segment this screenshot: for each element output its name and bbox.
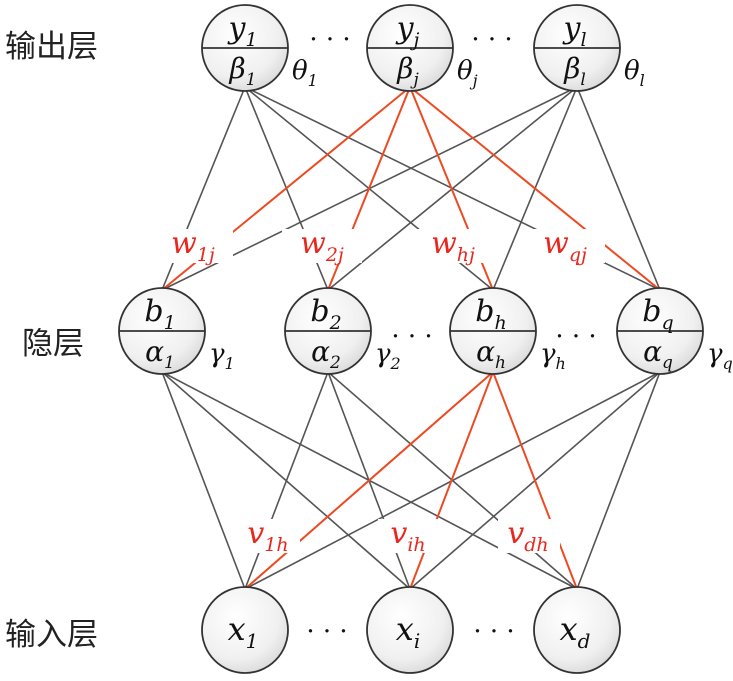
input-ellipsis-2: · · · [473,617,514,647]
edge-hidden-3-output-1 [409,86,661,291]
output-node-value: yl [561,11,586,51]
output-layer-label: 输出层 [5,29,98,65]
hidden-layer-label: 隐层 [22,326,84,362]
edge-input-1-hidden-2 [409,371,494,590]
input-node-1: xi [366,586,454,674]
weight-v-ih: vih [390,516,425,556]
input-node-0: x1 [201,586,289,674]
output-node-threshold: θj [457,56,478,90]
output-node-threshold: θl [624,56,645,90]
hidden-ellipsis-1: · · · [391,322,432,352]
hidden-node-input-sum: αq [643,335,673,373]
hidden-node-threshold: γ2 [375,339,401,373]
weight-v-1h: v1h [247,516,288,556]
weight-w-qj: wqj [543,226,587,266]
output-node-input-sum: β1 [228,52,256,90]
output-ellipsis-2: · · · [471,25,512,55]
hidden-node-threshold: γq [707,339,733,373]
weight-label-bg [378,519,440,553]
input-layer-label: 输入层 [5,617,98,653]
weight-labels: w1j w2j whj wqj v1h vih vdh [153,226,605,556]
input-node-2: xd [533,586,621,674]
input-node-circle [366,586,454,674]
output-node-value: y1 [226,11,257,51]
weight-w-hj: whj [431,226,475,266]
hidden-node-input-sum: α1 [145,335,175,373]
weight-label-bg [238,519,300,553]
output-node-value: yj [395,11,420,51]
hidden-node-value: bh [475,294,506,334]
edge-input-2-hidden-2 [492,371,578,590]
weight-label-bg [525,229,605,263]
input-node-label: xi [396,610,420,653]
output-ellipsis-1: · · · [309,25,350,55]
edge-input-0-hidden-0 [161,371,246,590]
hidden-node-value: bq [642,294,673,334]
hidden-ellipsis-2: · · · [555,322,596,352]
input-node-circle [201,586,289,674]
output-node-input-sum: βj [396,52,419,90]
input-node-label: x1 [228,610,259,653]
weight-label-bg [413,229,493,263]
weight-label-bg [498,519,560,553]
hidden-node-input-sum: α2 [311,335,341,373]
ellipses: · · · · · · · · · · · · · · · · · · [306,25,596,647]
weight-v-dh: vdh [507,516,548,556]
input-node-label: xd [560,610,591,653]
edge-input-2-hidden-3 [576,371,661,590]
hidden-node-threshold: γh [540,339,566,373]
output-node-input-sum: βl [563,52,586,90]
input-node-circle [533,586,621,674]
hidden-node-threshold: γ1 [209,339,235,373]
weight-label-bg [153,229,233,263]
weight-w-1j: w1j [171,226,215,266]
edge-hidden-3-output-2 [576,86,661,291]
hidden-node-value: b1 [144,294,175,334]
edge-input-0-hidden-2 [244,371,494,590]
weight-label-bg [282,229,362,263]
output-node-threshold: θ1 [292,56,318,90]
input-ellipsis-1: · · · [306,617,347,647]
edge-input-1-hidden-0 [161,371,411,590]
hidden-node-value: b2 [310,294,341,334]
weight-w-2j: w2j [300,226,344,266]
hidden-node-input-sum: αh [476,335,506,373]
